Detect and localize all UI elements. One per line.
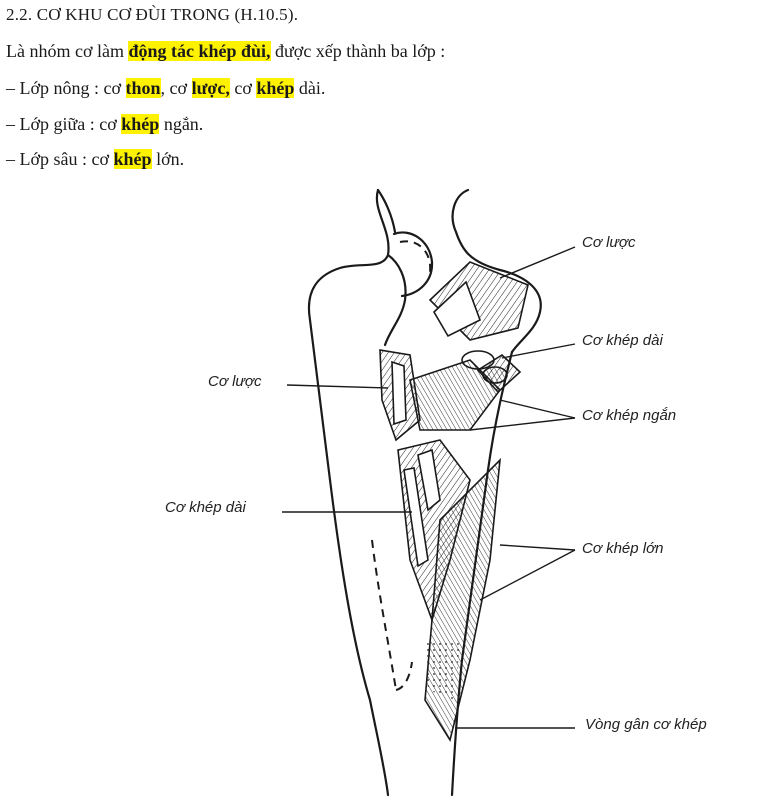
intro-text-end: được xếp thành ba lớp : (270, 41, 446, 61)
section-heading: 2.2. CƠ KHU CƠ ĐÙI TRONG (H.10.5). (6, 5, 299, 24)
layer3-suffix: lớn. (151, 149, 185, 169)
label-left-pectineus: Cơ lược (208, 373, 262, 390)
middle-layer-line: – Lớp giữa : cơ khép ngắn. (6, 113, 203, 135)
leader-lines (282, 246, 576, 729)
layer3-highlight-khep: khép (113, 149, 152, 169)
layer1-sep1: , cơ (160, 78, 192, 98)
layer1-highlight-luoc: lược, (191, 78, 230, 98)
intro-line: Là nhóm cơ làm động tác khép đùi, được x… (6, 40, 445, 62)
layer3-prefix: – Lớp sâu : cơ (6, 149, 114, 169)
label-right-adductor-magnus: Cơ khép lớn (582, 540, 664, 557)
pectineus-muscle-left (379, 349, 421, 442)
femur-dashed-outline (371, 240, 432, 691)
adductor-brevis-muscle (409, 359, 502, 431)
layer2-highlight-khep: khép (121, 114, 160, 134)
label-left-adductor-longus: Cơ khép dài (165, 499, 246, 516)
layer1-suffix: dài. (294, 78, 326, 98)
layer2-suffix: ngắn. (159, 114, 204, 134)
adductor-magnus-muscle (424, 457, 502, 743)
label-adductor-hiatus: Vòng gân cơ khép (585, 716, 707, 733)
deep-layer-line: – Lớp sâu : cơ khép lớn. (6, 148, 184, 170)
layer2-prefix: – Lớp giữa : cơ (6, 114, 122, 134)
superficial-layer-line: – Lớp nông : cơ thon, cơ lược, cơ khép d… (6, 77, 325, 99)
label-right-pectineus: Cơ lược (582, 234, 636, 251)
intro-text: Là nhóm cơ làm (6, 41, 129, 61)
label-right-adductor-longus: Cơ khép dài (582, 332, 663, 349)
intro-highlight: động tác khép đùi, (128, 41, 271, 61)
layer1-sep2: cơ (229, 78, 257, 98)
layer1-prefix: – Lớp nông : cơ (6, 78, 126, 98)
pectineus-muscle-top (428, 261, 529, 341)
layer1-highlight-khep: khép (256, 78, 295, 98)
adductor-longus-muscle (397, 439, 471, 623)
layer1-highlight-thon: thon (125, 78, 161, 98)
label-right-adductor-brevis: Cơ khép ngắn (582, 407, 677, 424)
